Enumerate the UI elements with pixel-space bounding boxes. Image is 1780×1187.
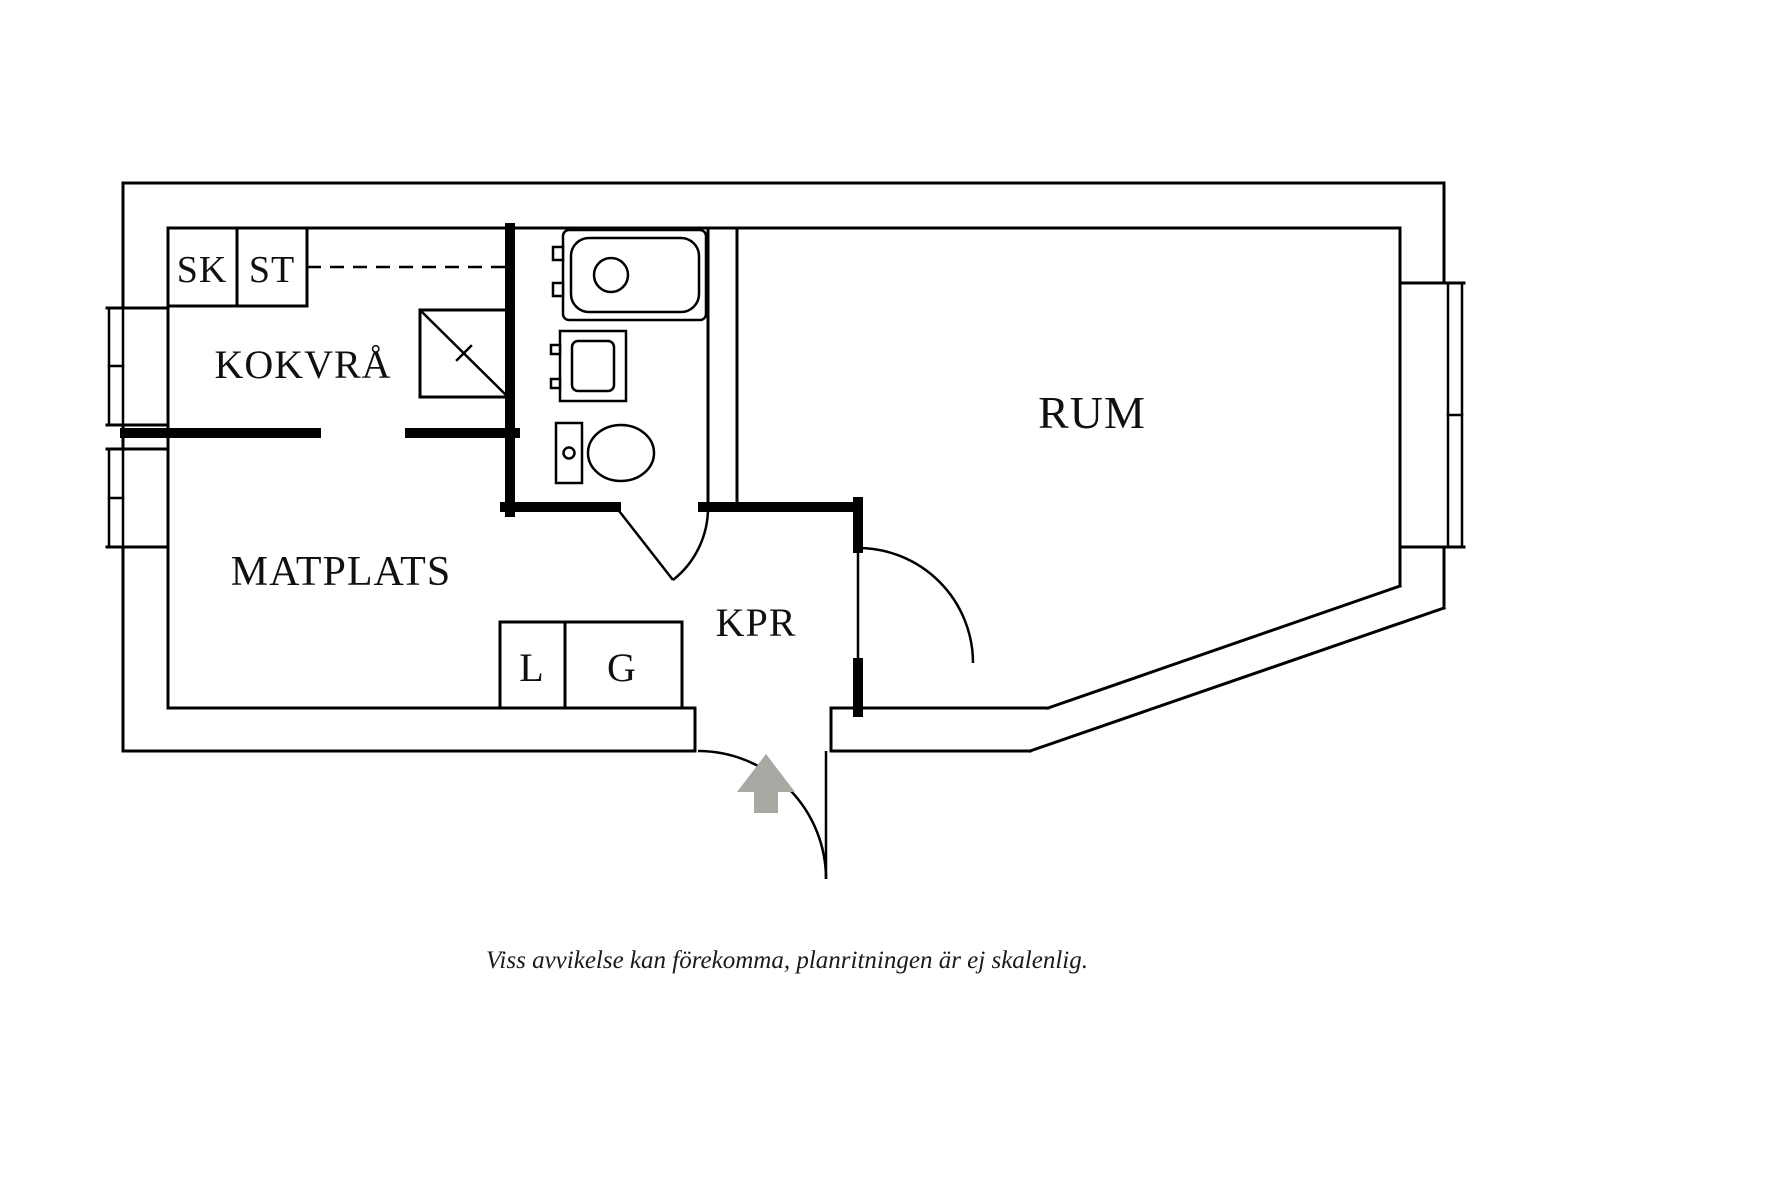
wall-outer-diagonal [1028,606,1446,753]
bathroom-door [615,506,710,581]
bathtub-tap [551,281,565,298]
doors [615,506,975,880]
stove-outline [418,308,510,399]
interior-walls [120,223,863,717]
bathroom-fixtures [549,228,708,485]
sink-tap [549,377,562,390]
window-right [1446,281,1464,549]
stove-tick [455,344,473,362]
rum-door [856,546,975,664]
stove-icon [418,308,510,399]
room-label-sk: SK [177,249,228,291]
toilet-icon [554,421,656,485]
closets-kitchen [166,226,684,710]
door-leaf [615,506,674,581]
exterior-walls [105,181,1466,753]
bathtub-icon [551,228,708,322]
closet-l-g [498,620,684,710]
sink-tap [549,343,562,356]
bathtub-outer [561,228,708,322]
room-label-matplats: MATPLATS [231,549,451,595]
toilet-tank [554,421,584,485]
room-label-rum: RUM [1038,387,1146,438]
bathtub-drain [592,256,630,294]
bathtub-inner [569,236,701,314]
toilet-button [562,446,576,460]
sink-basin [570,339,616,393]
windows [107,281,1464,549]
window-left-lower [107,447,125,549]
room-label-st: ST [249,249,295,291]
disclaimer-caption: Viss avvikelse kan förekomma, planritnin… [486,947,1088,974]
room-label-g: G [607,645,637,690]
toilet-bowl [586,423,656,483]
sink-icon [549,329,628,403]
room-label-l: L [519,645,544,690]
sink-outer [558,329,628,403]
window-left-upper [107,306,125,427]
door-arc [857,546,975,664]
wall-inner-diagonal [1046,584,1402,710]
room-labels: SK ST KOKVRÅ MATPLATS KPR RUM L G [177,249,1146,690]
entrance-arrow-icon [737,754,795,813]
bathtub-tap [551,245,565,262]
room-label-kpr: KPR [716,600,797,645]
door-arc [672,506,710,581]
room-label-kokvra: KOKVRÅ [214,342,391,387]
